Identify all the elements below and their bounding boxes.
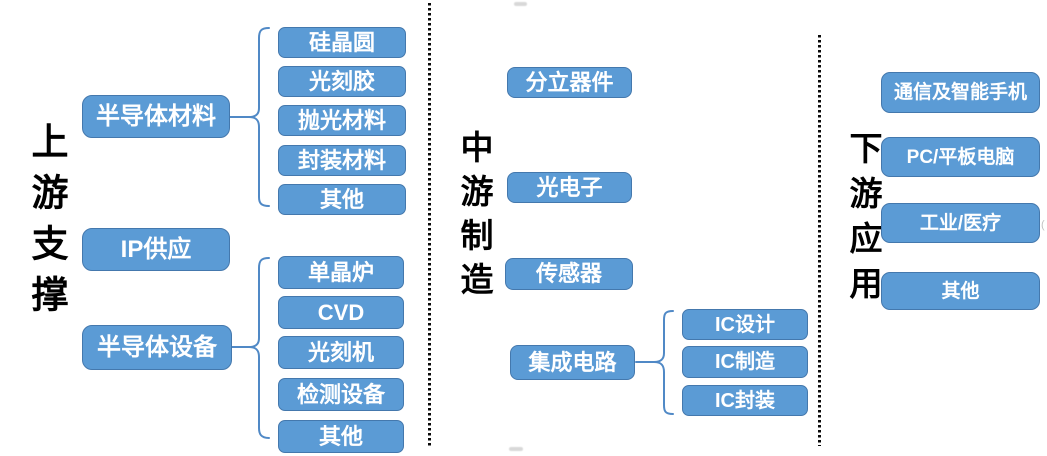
node-equipment-other: 其他 bbox=[278, 420, 404, 453]
node-pc-tablet: PC/平板电脑 bbox=[881, 137, 1040, 177]
node-inspection-equipment: 检测设备 bbox=[278, 378, 404, 411]
divider-upstream-midstream bbox=[428, 3, 431, 446]
node-lithography-machine: 光刻机 bbox=[278, 336, 404, 369]
node-communications-smartphones: 通信及智能手机 bbox=[881, 72, 1040, 113]
node-ic-packaging: IC封装 bbox=[682, 385, 808, 416]
watermark-artifact bbox=[514, 2, 527, 6]
node-materials-other: 其他 bbox=[278, 184, 406, 215]
section-title-downstream: 下游应用 bbox=[845, 131, 882, 311]
node-crystal-furnace: 单晶炉 bbox=[278, 256, 404, 289]
node-discrete-devices: 分立器件 bbox=[507, 67, 632, 98]
node-integrated-circuits: 集成电路 bbox=[510, 345, 635, 380]
node-applications-other: 其他 bbox=[881, 272, 1040, 310]
node-ic-manufacturing: IC制造 bbox=[682, 346, 808, 378]
section-title-upstream: 上游支撑 bbox=[26, 122, 67, 326]
node-ip-supply: IP供应 bbox=[82, 228, 230, 271]
node-sensors: 传感器 bbox=[505, 258, 633, 290]
node-silicon-wafer: 硅晶圆 bbox=[278, 27, 406, 58]
section-title-midstream: 中游制造 bbox=[456, 130, 493, 306]
watermark-artifact: ( bbox=[1041, 219, 1045, 231]
brace-ic-spine bbox=[653, 310, 674, 415]
node-industrial-medical: 工业/医疗 bbox=[881, 203, 1040, 243]
brace-equipment-spine bbox=[248, 257, 270, 439]
node-photoresist: 光刻胶 bbox=[278, 66, 406, 97]
node-polishing-materials: 抛光材料 bbox=[278, 105, 406, 136]
node-packaging-materials: 封装材料 bbox=[278, 145, 406, 176]
node-cvd: CVD bbox=[278, 296, 404, 329]
divider-midstream-downstream bbox=[818, 35, 821, 446]
node-optoelectronics: 光电子 bbox=[507, 172, 632, 203]
node-semiconductor-equipment: 半导体设备 bbox=[82, 325, 232, 370]
watermark-artifact bbox=[509, 447, 523, 451]
node-semiconductor-materials: 半导体材料 bbox=[82, 95, 230, 138]
node-ic-design: IC设计 bbox=[682, 309, 808, 340]
brace-materials-spine bbox=[248, 27, 270, 207]
